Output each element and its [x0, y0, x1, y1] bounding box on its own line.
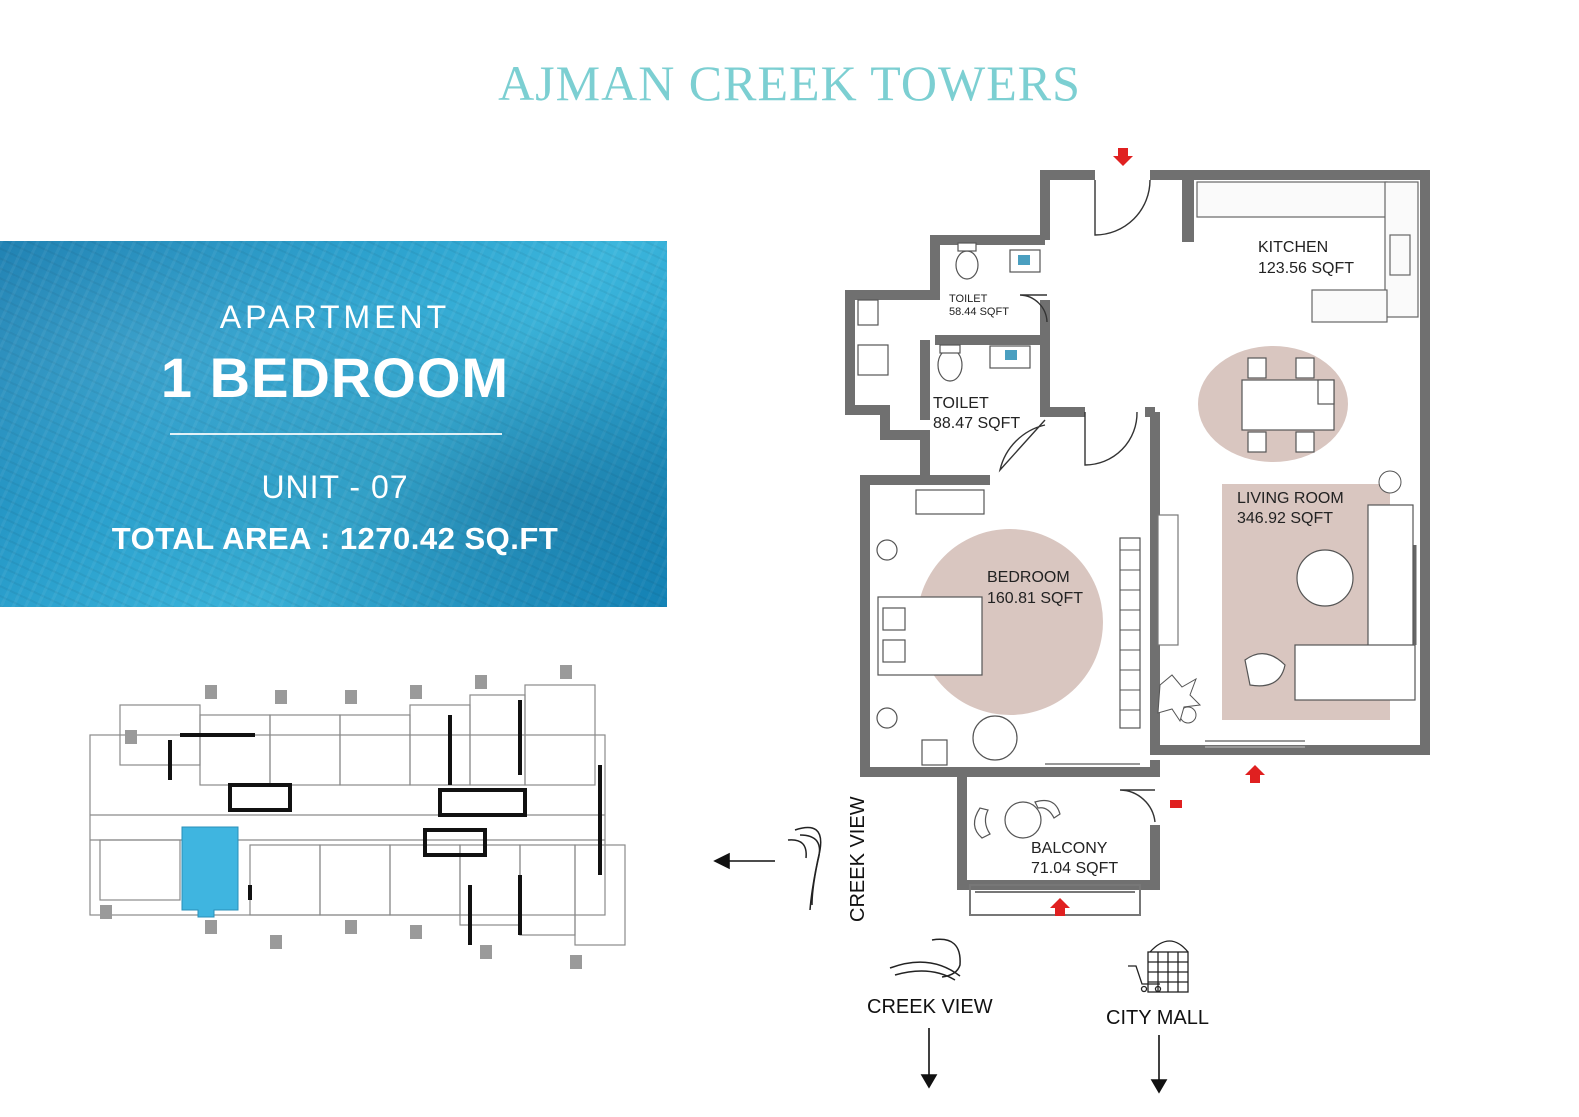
total-area: TOTAL AREA : 1270.42 SQ.FT [111, 521, 559, 556]
wave-icon [787, 826, 822, 911]
shopping-cart-building-icon [1128, 940, 1189, 993]
apartment-info-panel: APARTMENT 1 BEDROOM UNIT - 07 TOTAL AREA… [0, 241, 667, 607]
bedroom-label: BEDROOM [987, 569, 1070, 586]
floor-plan: KITCHEN 123.56 SQFT TOILET 58.44 SQFT TO… [713, 148, 1430, 1094]
entry-arrow [1113, 148, 1133, 166]
key-plan [89, 665, 626, 969]
balcony-area: 71.04 SQFT [1031, 860, 1118, 877]
bedroom-area: 160.81 SQFT [987, 590, 1083, 607]
city-mall-label: CITY MALL [1106, 1007, 1209, 1029]
entry-arrow [1050, 898, 1070, 916]
living-room-area: 346.92 SQFT [1237, 510, 1333, 527]
arrow-down-icon [920, 1028, 938, 1089]
toilet-area: 88.47 SQFT [933, 415, 1020, 432]
kitchen-area: 123.56 SQFT [1258, 260, 1354, 277]
balcony-label: BALCONY [1031, 840, 1108, 857]
divider [170, 433, 502, 435]
arrow-down-icon [1150, 1035, 1168, 1094]
arrow-left-icon [713, 852, 775, 870]
apartment-type: APARTMENT [219, 299, 451, 335]
wave-icon [889, 938, 961, 981]
page-title: AJMAN CREEK TOWERS [498, 55, 1081, 111]
highlighted-unit [181, 826, 239, 918]
toilet-small-label: TOILET [949, 293, 988, 305]
creek-view-side-label: CREEK VIEW [847, 796, 869, 922]
toilet-label: TOILET [933, 395, 989, 412]
entry-arrow [1170, 800, 1182, 808]
unit-number: UNIT - 07 [261, 469, 409, 505]
bedroom-count: 1 BEDROOM [160, 346, 510, 409]
entry-arrow [1245, 765, 1265, 783]
living-room-label: LIVING ROOM [1237, 490, 1344, 507]
toilet-small-area: 58.44 SQFT [949, 306, 1009, 318]
creek-view-bottom-label: CREEK VIEW [867, 996, 993, 1018]
kitchen-label: KITCHEN [1258, 239, 1328, 256]
